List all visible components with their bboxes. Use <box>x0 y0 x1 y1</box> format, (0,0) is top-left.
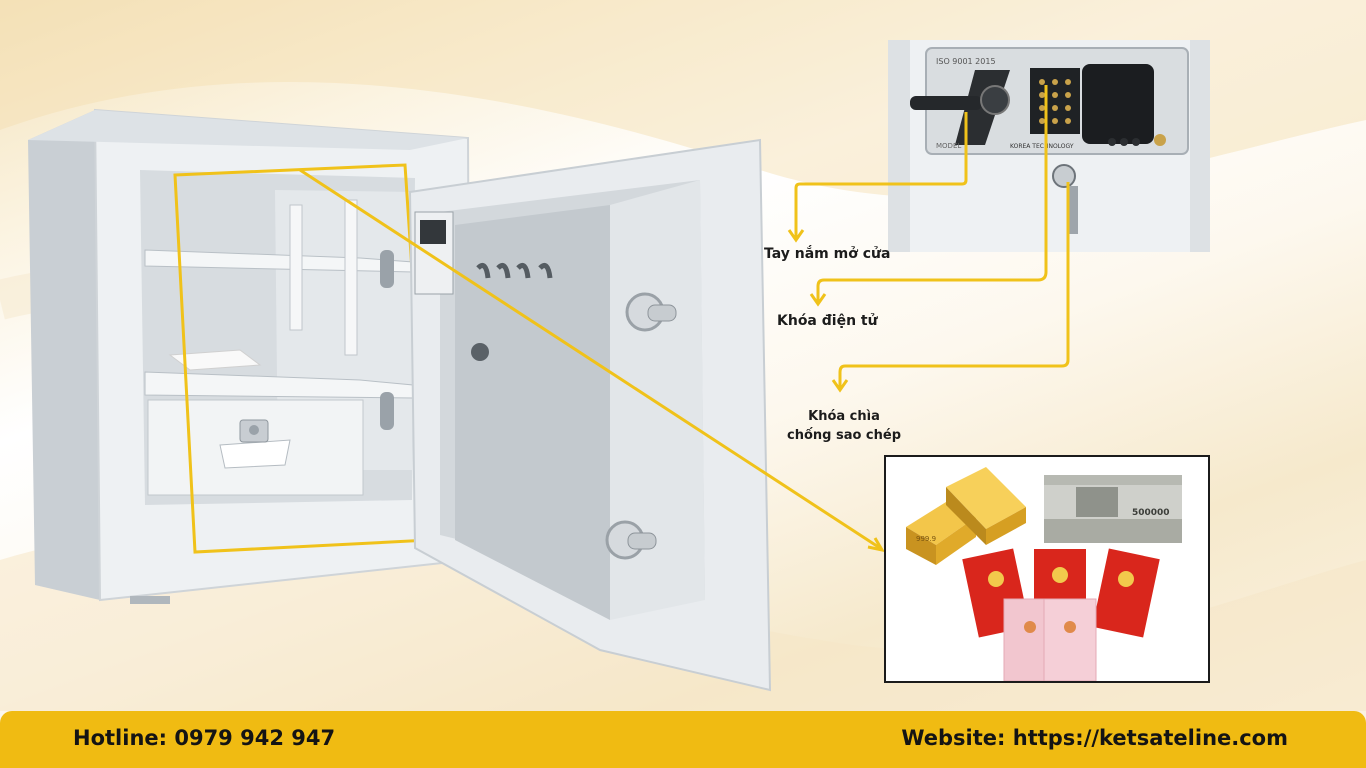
gold-bars: 999.9 <box>906 467 1026 565</box>
gold-bar-marking: 999.9 <box>916 535 936 543</box>
pink-certificates <box>1003 598 1097 682</box>
door-handle <box>910 96 982 110</box>
lock-panel-closeup: ISO 9001 2015 MODEL KOREA TECHNOLOGY <box>888 40 1210 252</box>
label-electronic-lock: Khóa điện tử <box>777 313 878 329</box>
model-text: MODEL <box>936 142 961 150</box>
valuables-image: 999.9 500000 <box>884 455 1210 683</box>
safe-illustration <box>28 108 772 692</box>
label-door-handle: Tay nắm mở cửa <box>764 246 891 262</box>
red-certificates <box>962 548 1160 638</box>
hotline-text[interactable]: Hotline: 0979 942 947 <box>73 726 336 750</box>
website-text[interactable]: Website: https://ketsateline.com <box>901 726 1288 750</box>
brand-text: KOREA TECHNOLOGY <box>1010 143 1074 150</box>
safe-side-panel <box>28 110 100 600</box>
iso-text: ISO 9001 2015 <box>936 57 996 66</box>
contact-footer: Hotline: 0979 942 947 Website: https://k… <box>0 711 1366 768</box>
callout-connectors <box>299 85 1070 553</box>
label-key-lock: Khóa chìa chống sao chép <box>786 407 902 445</box>
banknote-value: 500000 <box>1132 508 1170 518</box>
label-key-lock-line2: chống sao chép <box>786 428 902 443</box>
key-lock <box>1052 164 1076 188</box>
banknote-stack: 500000 <box>1044 475 1182 543</box>
label-key-lock-line1: Khóa chìa <box>808 409 880 424</box>
electronic-keypad <box>1030 68 1080 134</box>
